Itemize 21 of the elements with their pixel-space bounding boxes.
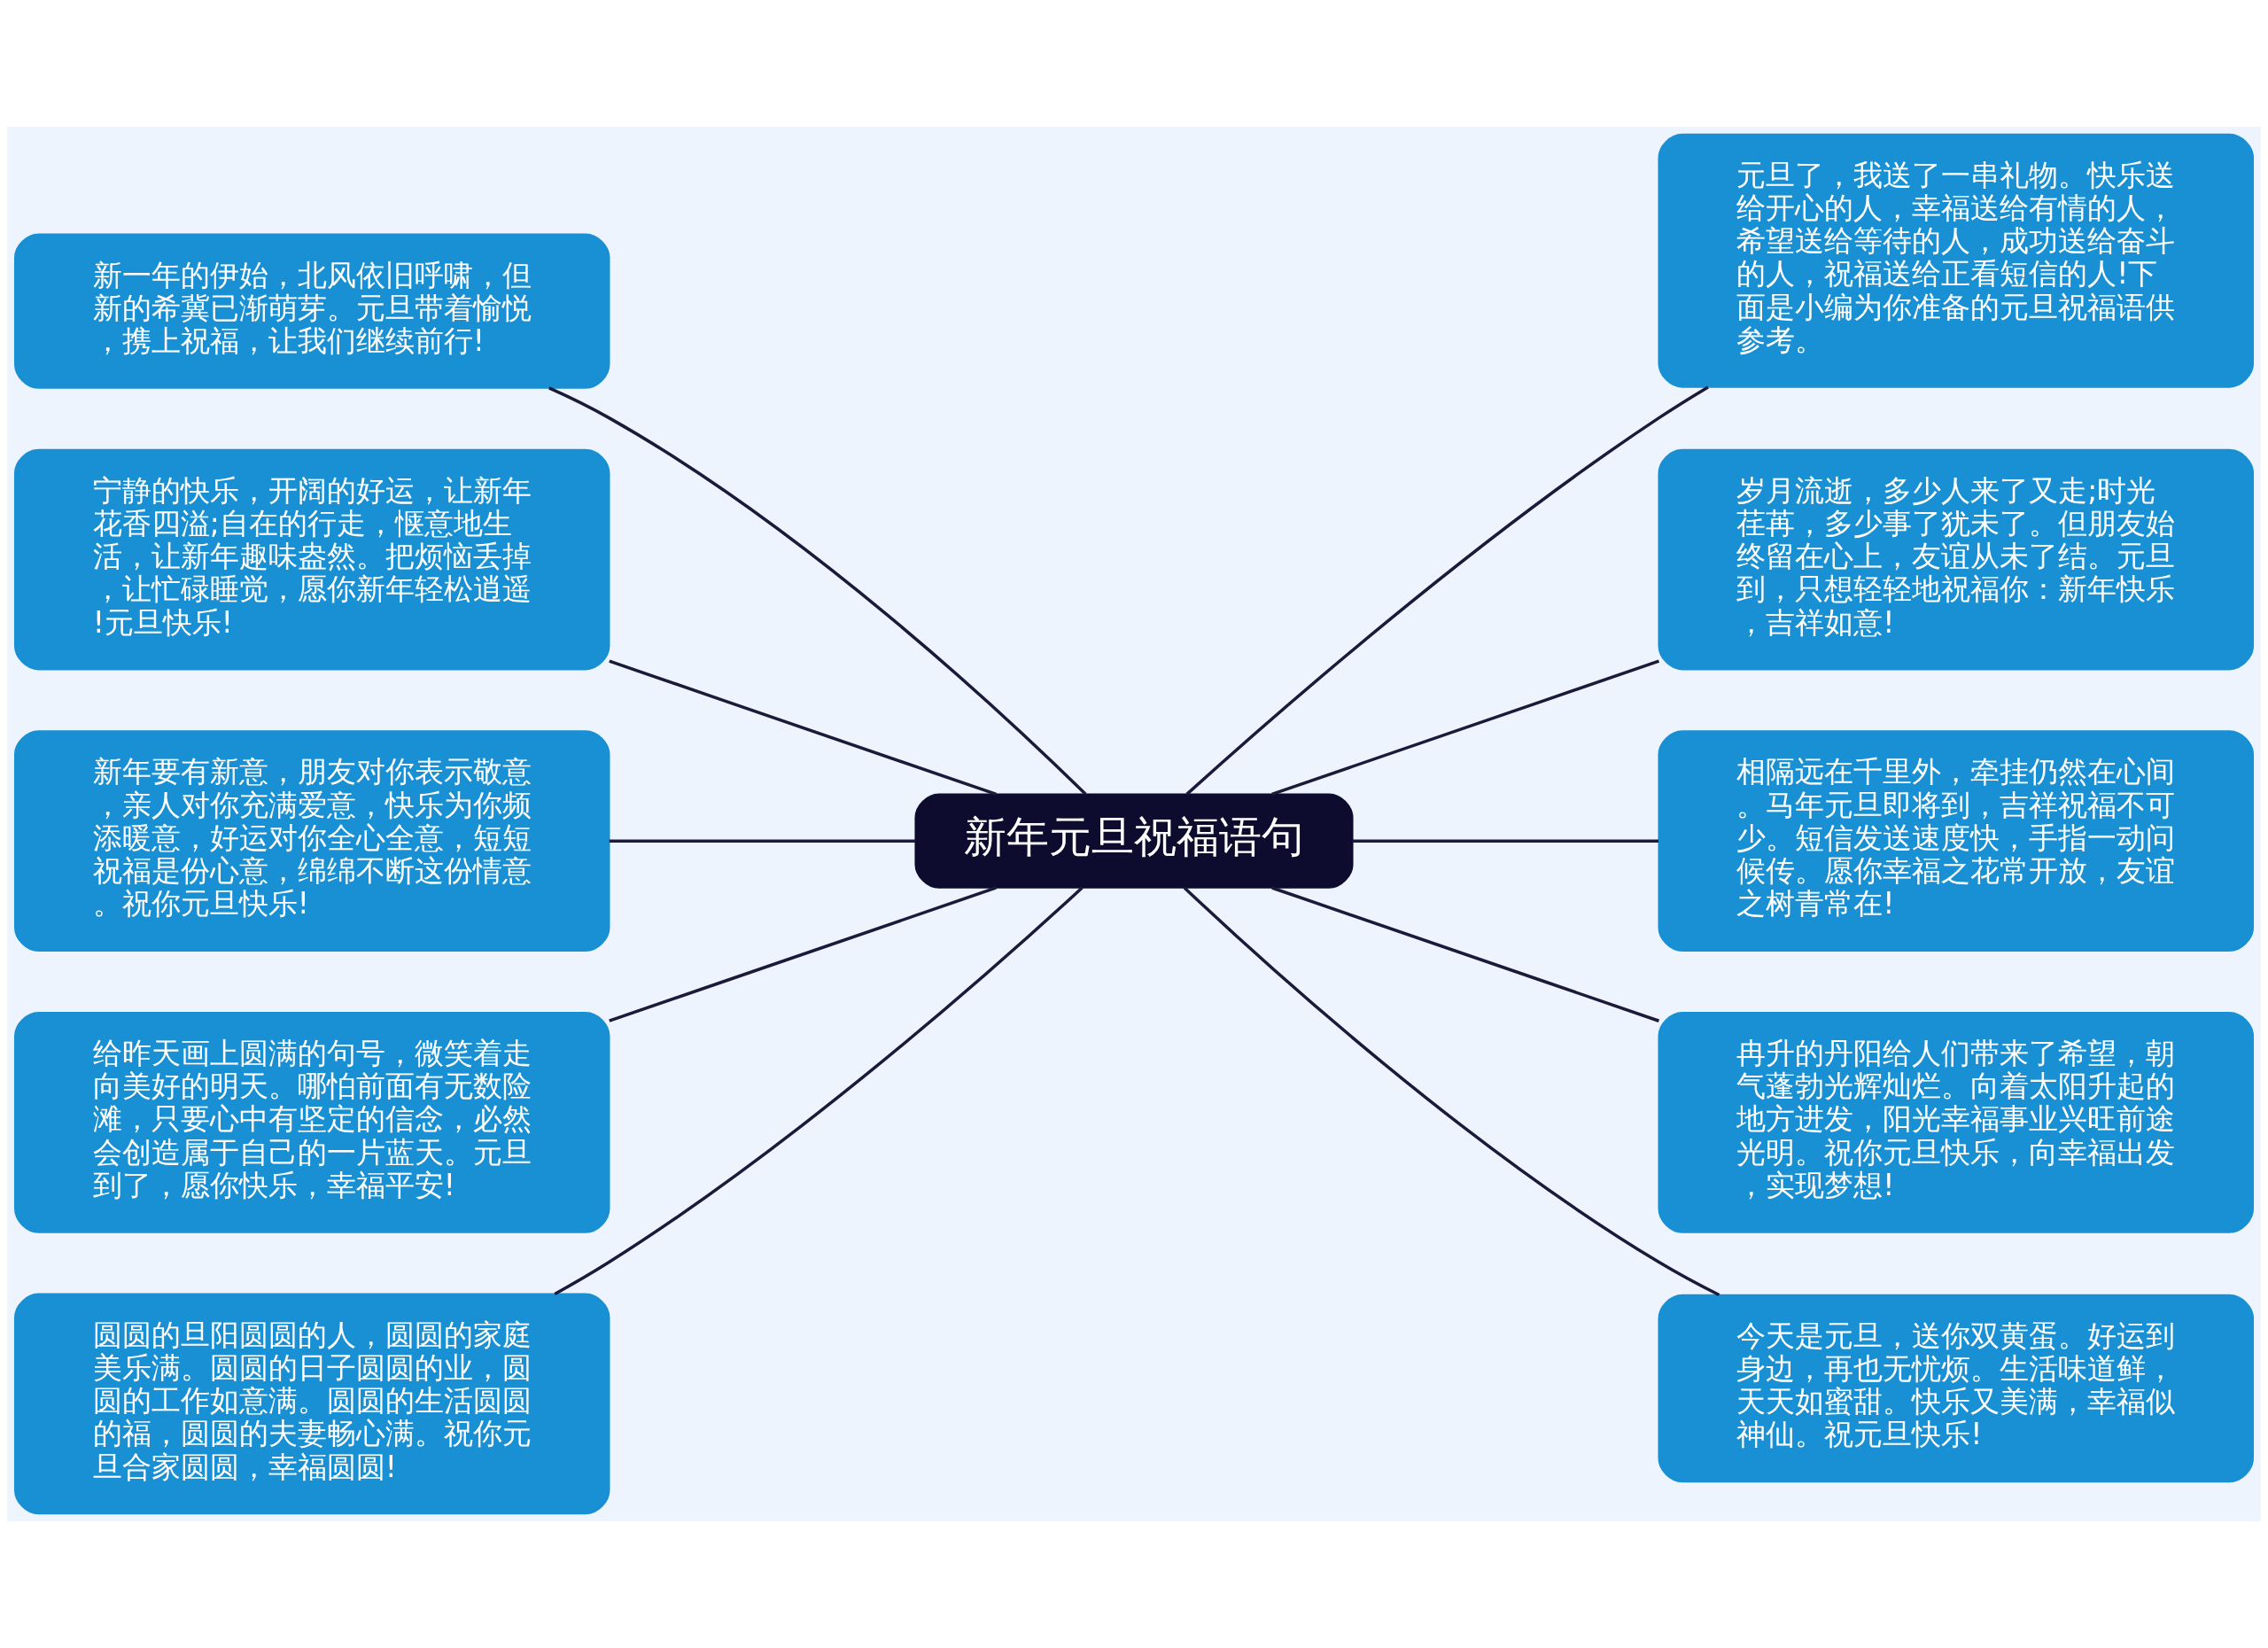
node-box: 宁静的快乐，开阔的好运，让新年花香四溢;自在的行走，惬意地生活，让新年趣味盎然。把烦恼丢掉，让忙碌睡觉，愿你新年轻松逍遥!元旦快乐! bbox=[14, 448, 610, 671]
connector bbox=[1271, 659, 1660, 796]
node-box: 相隔远在千里外，牵挂仍然在心间。马年元旦即将到，吉祥祝福不可少。短信发送速度快，手指一动问候传。愿你幸福之花常开放，友谊之树青常在! bbox=[1658, 730, 2254, 952]
node-box: 给昨天画上圆满的句号，微笑着走向美好的明天。哪怕前面有无数险滩，只要心中有坚定的信念，必然会创造属于自己的一片蓝天。元旦到了，愿你快乐，幸福平安! bbox=[14, 1011, 610, 1233]
node-box: 冉升的丹阳给人们带来了希望，朝气蓬勃光辉灿烂。向着太阳升起的地方进发，阳光幸福事业兴旺前途光明。祝你元旦快乐，向幸福出发，实现梦想! bbox=[1658, 1011, 2254, 1233]
connector bbox=[1352, 839, 1659, 843]
node-box: 岁月流逝，多少人来了又走;时光荏苒，多少事了犹未了。但朋友始终留在心上，友谊从未了结。元旦到，只想轻轻地祝福你：新年快乐，吉祥如意! bbox=[1658, 448, 2254, 671]
connector bbox=[548, 386, 1087, 796]
node-box: 新年要有新意，朋友对你表示敬意，亲人对你充满爱意，快乐为你频添暖意，好运对你全心全意，短短祝福是份心意，绵绵不断这份情意。祝你元旦快乐! bbox=[14, 730, 610, 952]
node-box: 新年元旦祝福语句 bbox=[914, 793, 1354, 889]
connector bbox=[609, 886, 998, 1022]
connector bbox=[1271, 886, 1660, 1022]
connector bbox=[1183, 886, 1720, 1297]
connector bbox=[1185, 385, 1709, 796]
connector bbox=[609, 659, 998, 797]
connector bbox=[554, 886, 1084, 1295]
node-box: 元旦了，我送了一串礼物。快乐送给开心的人，幸福送给有情的人，希望送给等待的人，成功送给奋斗的人，祝福送给正看短信的人!下面是小编为你准备的元旦祝福语供参考。 bbox=[1658, 133, 2254, 388]
node-box: 新一年的伊始，北风依旧呼啸，但新的希冀已渐萌芽。元旦带着愉悦，携上祝福，让我们继续前行! bbox=[14, 233, 610, 389]
node-box: 今天是元旦，送你双黄蛋。好运到身边，再也无忧烦。生活味道鲜，天天如蜜甜。快乐又美满，幸福似神仙。祝元旦快乐! bbox=[1658, 1294, 2254, 1483]
node-box: 圆圆的旦阳圆圆的人，圆圆的家庭美乐满。圆圆的日子圆圆的业，圆圆的工作如意满。圆圆的生活圆圆的福，圆圆的夫妻畅心满。祝你元旦合家圆圆，幸福圆圆! bbox=[14, 1293, 610, 1515]
connector bbox=[609, 839, 916, 843]
